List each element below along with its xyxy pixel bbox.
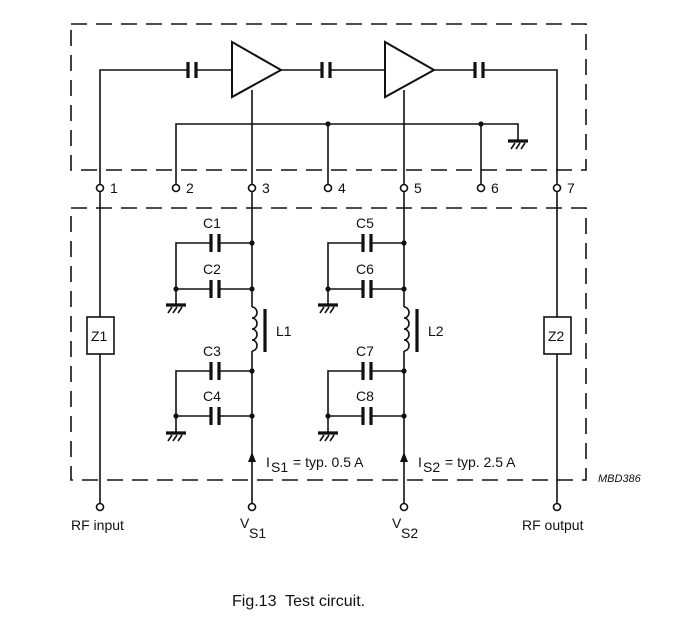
svg-text:1: 1 — [110, 180, 118, 196]
capacitor-c7: C7 — [327, 343, 407, 416]
svg-text:C8: C8 — [356, 388, 374, 404]
svg-text:I: I — [418, 454, 422, 470]
decoupling-network-stage-2: C5 C6 L2 — [318, 192, 444, 503]
ground-icon — [318, 289, 338, 314]
ground-icon — [508, 139, 528, 150]
capacitor-c5: C5 — [327, 215, 407, 289]
amplifier-stage-1 — [231, 40, 284, 99]
inductor-l2: L2 — [403, 306, 444, 352]
capacitor-c8: C8 — [325, 388, 407, 425]
ground-icon — [166, 289, 186, 314]
svg-text:V: V — [240, 515, 250, 531]
supply-current-1-label: I S1 = typ. 0.5 A — [266, 454, 364, 475]
svg-text:C1: C1 — [203, 215, 221, 231]
svg-text:I: I — [266, 454, 270, 470]
pin-6: 6 — [476, 180, 499, 196]
capacitor-c3: C3 — [175, 343, 255, 416]
pin-1: 1 — [95, 180, 118, 196]
module-boundary-top — [70, 23, 587, 171]
ground-icon — [166, 416, 186, 442]
output-path — [434, 62, 558, 188]
figure-code: MBD386 — [598, 473, 642, 485]
svg-text:C2: C2 — [203, 261, 221, 277]
pin-4: 4 — [323, 180, 346, 196]
svg-text:4: 4 — [338, 180, 346, 196]
pin-row: 1 2 3 4 5 6 7 — [95, 180, 575, 196]
capacitor-c2: C2 — [173, 261, 255, 298]
test-board-boundary — [70, 207, 587, 481]
supply-current-2-label: I S2 = typ. 2.5 A — [418, 454, 516, 475]
capacitor-c6: C6 — [325, 261, 407, 298]
terminal-rf-input: RF input — [71, 502, 124, 533]
impedance-z2 — [543, 316, 572, 355]
svg-text:C5: C5 — [356, 215, 374, 231]
decoupling-network-stage-1: C1 C2 L1 — [166, 192, 292, 503]
pin-5: 5 — [399, 180, 422, 196]
current-arrow-icon — [400, 452, 408, 462]
terminal-rf-output: RF output — [522, 502, 584, 533]
pin-2: 2 — [171, 180, 194, 196]
svg-text:L1: L1 — [276, 323, 292, 339]
terminal-vs1: V S1 — [240, 502, 266, 541]
interstage-coupling-capacitor — [281, 62, 385, 78]
svg-text:C6: C6 — [356, 261, 374, 277]
terminal-vs2: V S2 — [392, 502, 418, 541]
svg-text:S2: S2 — [423, 459, 440, 475]
rf-input-line: Z1 — [86, 192, 115, 503]
svg-text:C7: C7 — [356, 343, 374, 359]
svg-text:6: 6 — [491, 180, 499, 196]
svg-text:= typ. 2.5 A: = typ. 2.5 A — [445, 454, 516, 470]
current-arrow-icon — [248, 452, 256, 462]
pin-3: 3 — [247, 180, 270, 196]
svg-text:L2: L2 — [428, 323, 444, 339]
svg-text:2: 2 — [186, 180, 194, 196]
svg-text:C4: C4 — [203, 388, 221, 404]
svg-text:RF output: RF output — [522, 517, 584, 533]
rf-output-line: Z2 — [543, 192, 572, 503]
svg-text:S1: S1 — [271, 459, 288, 475]
svg-text:S1: S1 — [249, 525, 266, 541]
ground-icon — [318, 416, 338, 442]
svg-text:Z2: Z2 — [548, 328, 565, 344]
capacitor-c4: C4 — [173, 388, 255, 425]
svg-text:5: 5 — [414, 180, 422, 196]
svg-text:= typ. 0.5 A: = typ. 0.5 A — [293, 454, 364, 470]
svg-text:RF input: RF input — [71, 517, 124, 533]
svg-text:3: 3 — [262, 180, 270, 196]
figure-caption: Fig.13 Test circuit. — [232, 593, 365, 610]
ground-bus — [175, 121, 519, 188]
svg-text:C3: C3 — [203, 343, 221, 359]
svg-text:7: 7 — [567, 180, 575, 196]
svg-text:S2: S2 — [401, 525, 418, 541]
input-path — [99, 62, 232, 188]
pin-7: 7 — [552, 180, 575, 196]
inductor-l1: L1 — [251, 306, 292, 352]
svg-text:V: V — [392, 515, 402, 531]
capacitor-c1: C1 — [175, 215, 255, 289]
amplifier-stage-2 — [384, 40, 437, 99]
svg-text:Z1: Z1 — [91, 328, 108, 344]
